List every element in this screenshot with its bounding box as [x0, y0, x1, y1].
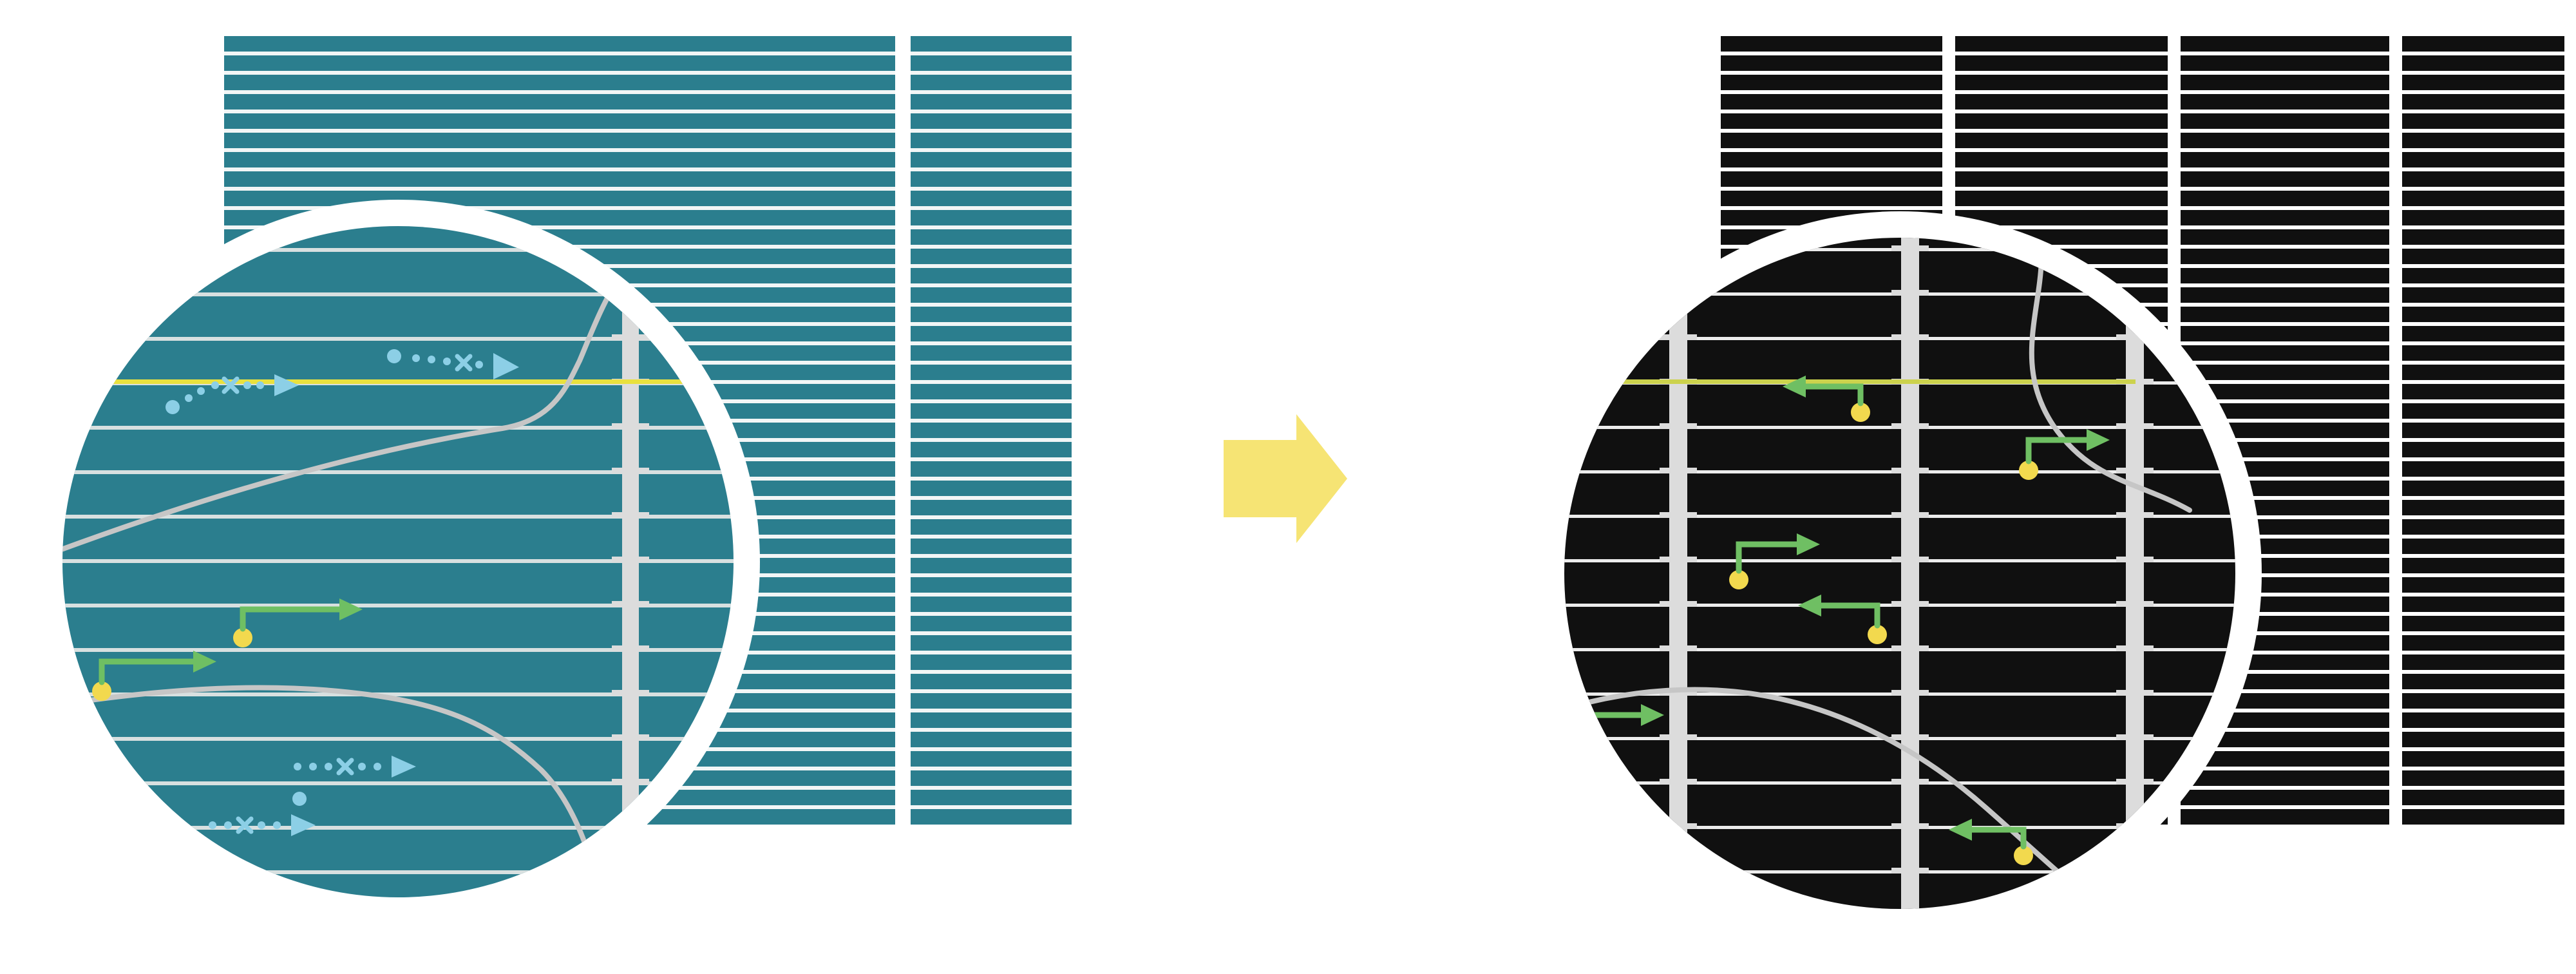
transition-arrow-icon [1224, 414, 1347, 543]
recombination-x-mark [236, 816, 254, 834]
carrier-dot [2019, 461, 2038, 480]
arrowhead-icon [1641, 704, 1664, 726]
arrowhead-icon [1797, 533, 1820, 555]
left-magnifier [36, 200, 760, 924]
right-magnifier-view [1564, 238, 2235, 909]
right-magnifier [1538, 211, 2262, 935]
grain-boundary-curve [2029, 238, 2192, 513]
arrowhead-icon [1783, 376, 1806, 397]
arrowhead-icon [392, 756, 416, 778]
arrowhead-icon [1798, 595, 1821, 616]
recombination-x-mark [455, 354, 473, 372]
right-busbar-1-ticks [1660, 238, 1697, 909]
electron-path-dotted-arrow [166, 374, 299, 414]
arrowhead-icon [1949, 819, 1972, 841]
carrier-dot [1729, 570, 1748, 589]
arrowhead-icon [339, 598, 363, 620]
arrowhead-icon [274, 374, 299, 396]
left-cell-panel-strip [911, 36, 1072, 825]
carrier-arrow [92, 651, 216, 701]
carrier-arrow [1783, 376, 1870, 422]
arrowhead-icon [193, 651, 216, 673]
arrowhead-icon [493, 353, 519, 379]
recombination-x-mark [222, 376, 240, 394]
carrier-dot [2014, 846, 2033, 865]
carrier-arrow [1798, 595, 1887, 644]
left-magnifier-view [62, 226, 734, 897]
highlighted-finger-line [62, 379, 734, 384]
carrier-dot [92, 682, 111, 701]
recombination-x-mark [336, 758, 354, 776]
grain-boundary-curve [62, 685, 605, 897]
arrowhead-icon [2087, 429, 2110, 451]
highlighted-finger-line [1564, 379, 2136, 384]
right-busbar-3-ticks [2116, 238, 2154, 909]
left-busbar-ticks [612, 226, 649, 897]
carrier-arrow [1729, 533, 1820, 589]
electron-path-dotted-arrow [387, 349, 519, 379]
electron-path-dotted-arrow [292, 756, 416, 806]
right-cell-panel-4 [2402, 36, 2564, 825]
grain-boundary-curve [1564, 687, 2110, 909]
arrowhead-icon [291, 814, 316, 836]
right-busbar-2-ticks [1891, 238, 1929, 909]
grain-boundary-curve [62, 271, 624, 553]
carrier-dot [1851, 403, 1870, 422]
carrier-dot [233, 628, 252, 647]
electron-dot [387, 349, 401, 363]
electron-dot [166, 400, 180, 414]
electron-dot [292, 792, 307, 806]
carrier-arrow [1949, 819, 2033, 865]
carrier-arrow [2019, 429, 2110, 480]
carrier-dot [1868, 625, 1887, 644]
carrier-arrow [233, 598, 363, 647]
